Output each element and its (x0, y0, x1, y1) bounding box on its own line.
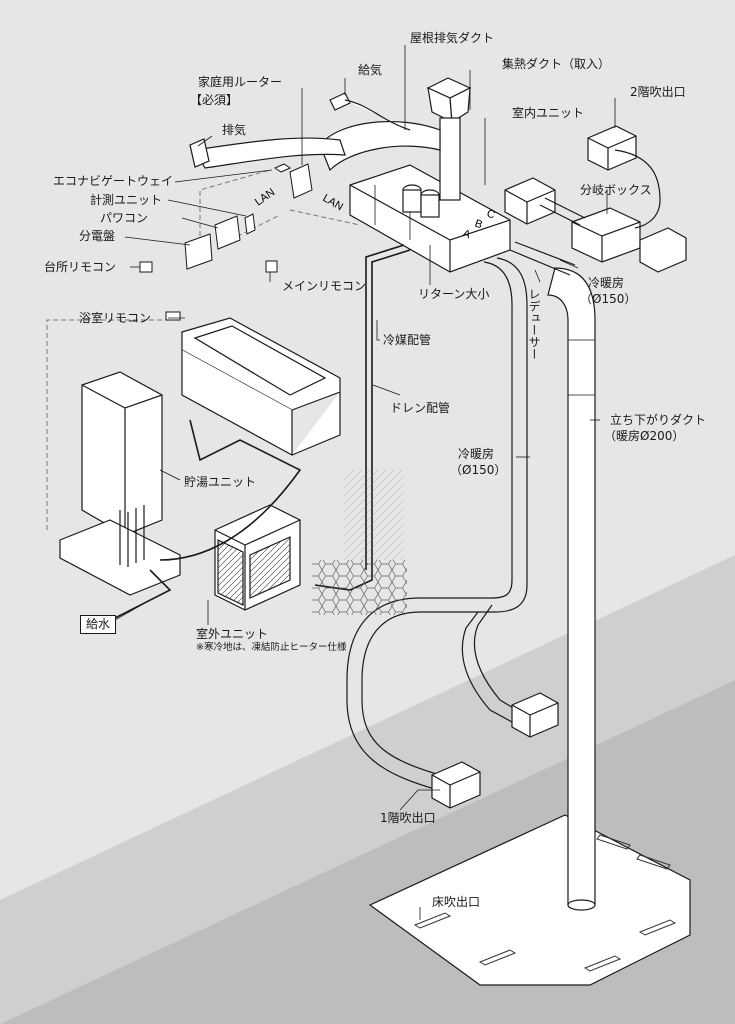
bathtub (181, 317, 341, 457)
label-drain-pipe: ドレン配管 (390, 401, 451, 415)
label-supply-air: 給気 (358, 63, 383, 77)
label-heat-collect-duct: 集熱ダクト（取入） (502, 57, 611, 71)
label-branch-box: 分岐ボックス (580, 183, 652, 197)
label-outlet-1f: 1階吹出口 (380, 811, 436, 825)
label-bath-remote: 浴室リモコン (79, 311, 152, 325)
label-outlet-2f: 2階吹出口 (630, 85, 686, 99)
floor-panel (368, 814, 691, 986)
label-downflow-duct-size: （暖房Ø200） (604, 429, 685, 443)
label-measure-unit: 計測ユニット (90, 193, 163, 207)
downflow-duct (547, 267, 596, 911)
label-home-router: 家庭用ルーター (198, 75, 283, 89)
label-refrigerant-pipe: 冷媒配管 (383, 333, 432, 347)
gravel-hatch (312, 560, 407, 615)
exhaust-duct (189, 137, 346, 169)
label-power-conditioner: パワコン (100, 211, 149, 225)
connection-lines (114, 419, 302, 619)
label-econavi-gateway: エコナビゲートウェイ (53, 174, 174, 188)
label-outdoor-unit-note: ※寒冷地は、凍結防止ヒーター仕様 (196, 642, 347, 653)
port-a-text: A (461, 228, 473, 242)
label-required: 【必須】 (190, 93, 239, 107)
label-downflow-duct: 立ち下がりダクト (610, 413, 707, 427)
label-cool-heat-a-size: （Ø150） (580, 292, 637, 306)
outlet-box-1f-a (511, 692, 559, 738)
roof-duct (319, 77, 472, 201)
label-roof-exhaust-duct: 屋根排気ダクト (410, 31, 495, 45)
label-exhaust: 排気 (222, 123, 247, 137)
lan-label-1: LAN (253, 186, 277, 208)
hot-water-unit (59, 371, 181, 596)
port-b-text: B (473, 218, 484, 232)
label-indoor-unit: 室内ユニット (512, 106, 585, 120)
label-water-supply: 給水 (80, 615, 117, 634)
leader-lines (114, 45, 616, 920)
outlet-box-1f-b (431, 761, 481, 809)
label-cool-heat-b-size: （Ø150） (450, 463, 507, 477)
port-c-text: C (485, 208, 497, 222)
branch-box (504, 125, 687, 276)
outdoor-unit (214, 504, 301, 611)
label-outdoor-unit: 室外ユニット (196, 627, 269, 641)
shadow-hatch (345, 470, 405, 560)
label-return-size: リターン大小 (418, 287, 490, 301)
small-devices (139, 163, 313, 321)
lan-label-2: LAN (321, 192, 346, 213)
label-main-remote: メインリモコン (282, 279, 367, 293)
label-cool-heat-b: 冷暖房 (458, 447, 495, 461)
label-cool-heat-a: 冷暖房 (588, 276, 625, 290)
label-floor-outlet: 床吹出口 (432, 895, 481, 909)
label-hot-water-unit: 貯湯ユニット (184, 475, 257, 489)
label-distribution-board: 分電盤 (79, 229, 116, 243)
label-kitchen-remote: 台所リモコン (44, 260, 117, 274)
label-reducer: レデューサー (527, 288, 541, 360)
